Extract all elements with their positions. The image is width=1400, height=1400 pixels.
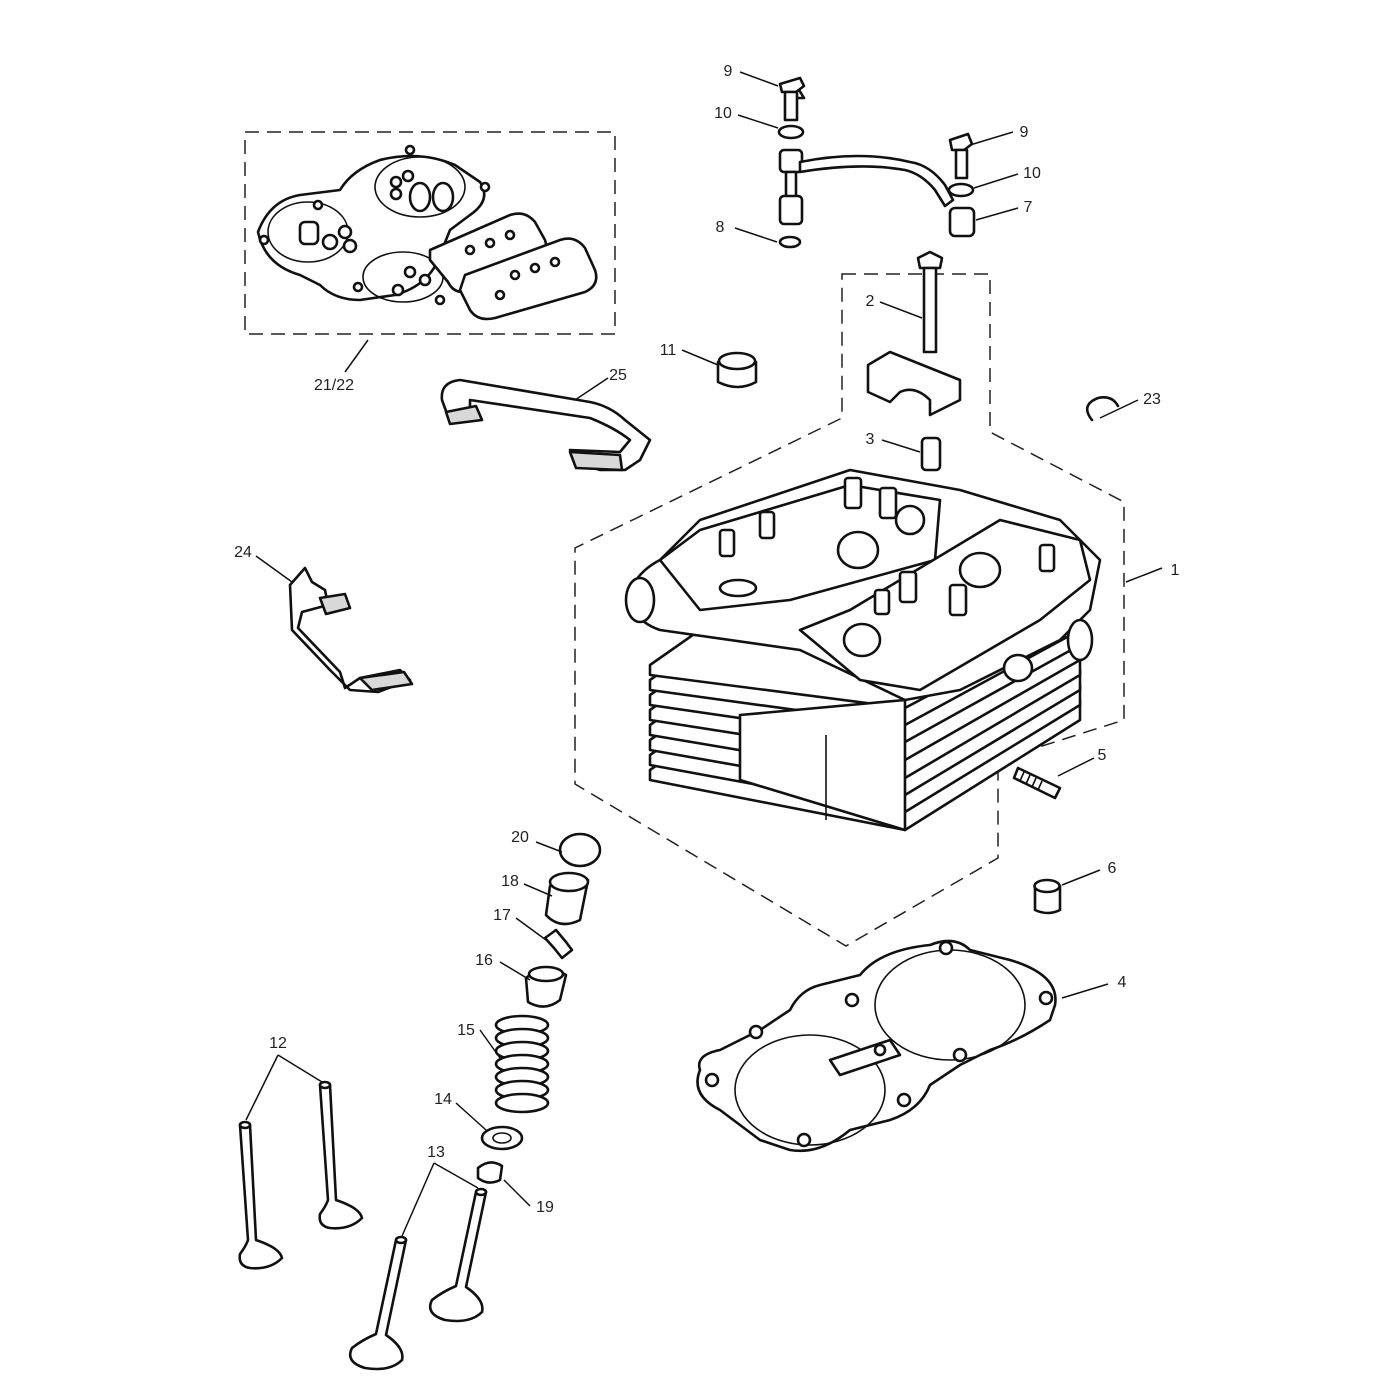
label-6: 6: [1108, 860, 1117, 877]
label-1: 1: [1171, 562, 1180, 579]
label-17: 17: [493, 907, 511, 924]
valve-spring-15: [494, 1014, 550, 1114]
gasket-24: [288, 566, 414, 694]
bolt-9-head-a: [778, 76, 806, 94]
label-21-22: 21/22: [314, 377, 354, 394]
bolt-9-shank-b: [954, 148, 969, 180]
bridge-block: [866, 350, 962, 417]
label-10a: 10: [714, 105, 732, 122]
rear-cam-box: [658, 483, 942, 612]
oil-feed-pipe: [777, 76, 976, 249]
label-7: 7: [1024, 199, 1033, 216]
collets-17: [543, 928, 574, 960]
washer-10-a: [777, 124, 805, 140]
washer-10-b: [947, 182, 975, 198]
spring-seat-14: [480, 1125, 524, 1151]
o-ring-8: [778, 235, 802, 249]
gasket-kit: [244, 131, 616, 335]
label-15: 15: [457, 1022, 475, 1039]
label-14: 14: [434, 1091, 452, 1108]
gasket-kit-box: [244, 131, 616, 335]
valve-stem-seal-19: [476, 1161, 504, 1184]
dowel-6: [1033, 878, 1062, 915]
label-2: 2: [866, 293, 875, 310]
camshaft-bridge: [866, 250, 962, 472]
cylinder-head: [624, 468, 1102, 832]
label-5: 5: [1098, 747, 1107, 764]
pipe-body: [798, 154, 955, 208]
label-3: 3: [866, 431, 875, 448]
label-9b: 9: [1020, 124, 1029, 141]
label-18: 18: [501, 873, 519, 890]
shim-20: [558, 832, 602, 868]
stud-5: [1012, 766, 1062, 800]
cam-cover-gasket-b: [458, 237, 598, 321]
bolt-9-head-b: [948, 132, 974, 152]
label-20: 20: [511, 829, 529, 846]
plug-11: [716, 351, 758, 389]
banjo-7: [948, 206, 976, 238]
label-25: 25: [609, 367, 627, 384]
circlip-23: [1085, 396, 1120, 422]
label-11: 11: [660, 342, 677, 359]
bolt-2: [922, 266, 938, 354]
gasket-25: [440, 378, 652, 472]
dowel-3: [920, 436, 942, 472]
inlet-valves-12: [238, 1080, 364, 1270]
label-24: 24: [234, 544, 252, 561]
valve-train: [476, 832, 602, 1184]
label-16: 16: [475, 952, 493, 969]
label-13: 13: [427, 1144, 445, 1161]
bolt-9-shank-a: [783, 90, 799, 122]
label-8: 8: [716, 219, 725, 236]
label-12: 12: [269, 1035, 287, 1052]
head-assembly-outline: [574, 273, 1125, 947]
head-gasket-4: [696, 939, 1057, 1153]
label-4: 4: [1118, 974, 1127, 991]
label-10b: 10: [1023, 165, 1041, 182]
label-23: 23: [1143, 391, 1161, 408]
label-9a: 9: [724, 63, 733, 80]
label-19: 19: [536, 1199, 554, 1216]
exhaust-valves-13: [348, 1187, 488, 1371]
